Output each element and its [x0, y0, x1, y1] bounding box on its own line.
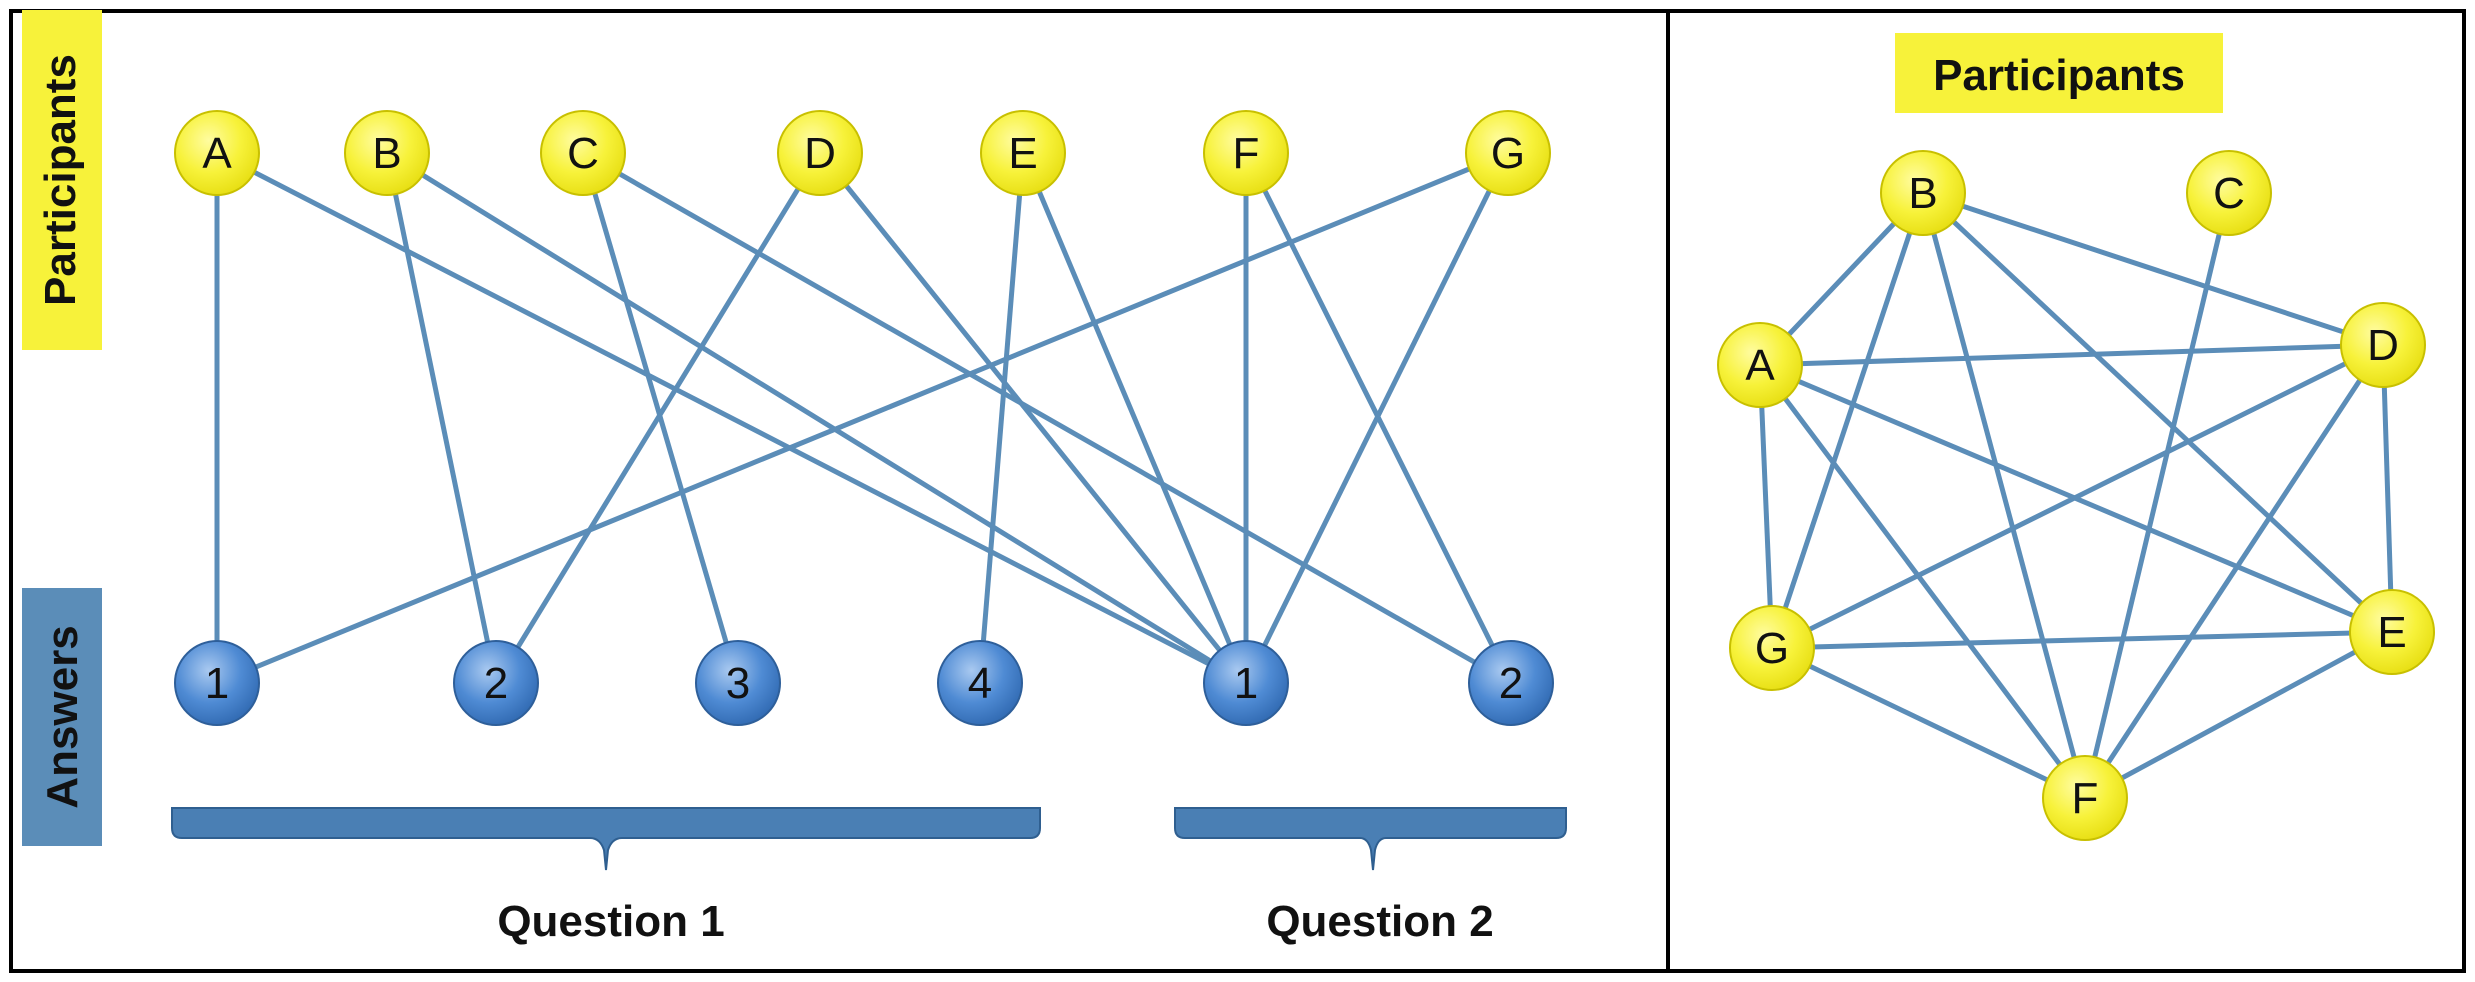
network-node-c: C — [2186, 150, 2272, 236]
side-label-answers: Answers — [22, 588, 102, 846]
participant-node-label: D — [804, 129, 836, 178]
edge-g-q2-1 — [1243, 151, 1511, 685]
participant-node-f: F — [1203, 110, 1289, 196]
network-edge-a-d — [1759, 342, 2384, 368]
network-edge-b-g — [1769, 192, 1926, 649]
network-edge-g-e — [1771, 629, 2393, 651]
network-edge-d-f — [2082, 343, 2386, 800]
edge-a-q2-1 — [215, 150, 1248, 686]
participant-node-d: D — [777, 110, 863, 196]
participant-network-panel: Participants A B C D E F G — [1717, 33, 2435, 841]
edge-e-q2-1 — [1020, 152, 1249, 684]
question-2-bracket — [1174, 807, 1567, 871]
participant-node-c: C — [540, 110, 626, 196]
network-edge-b-d — [1922, 190, 2384, 348]
answer-node-q2-2: 2 — [1468, 640, 1554, 726]
answer-node-q1-3: 3 — [695, 640, 781, 726]
participant-node-label: C — [567, 129, 599, 178]
network-edge-d-g — [1770, 342, 2385, 651]
answer-node-q1-2: 2 — [453, 640, 539, 726]
network-edges — [1757, 190, 2395, 801]
edge-b-q1-2 — [384, 152, 499, 684]
question-2-label: Question 2 — [1266, 897, 1493, 946]
side-label-answers-text: Answers — [38, 625, 87, 808]
network-node-f: F — [2042, 755, 2128, 841]
answer-node-q1-4: 4 — [937, 640, 1023, 726]
edge-b-q2-1 — [385, 150, 1248, 686]
answer-node-q1-1: 1 — [174, 640, 260, 726]
participant-node-g: G — [1465, 110, 1551, 196]
network-node-d: D — [2340, 302, 2426, 388]
participant-nodes: A B C D E F G — [174, 110, 1551, 196]
participant-node-label: F — [1233, 129, 1260, 178]
answer-node-q2-1: 1 — [1203, 640, 1289, 726]
network-edge-a-f — [1758, 363, 2087, 800]
participant-node-label: A — [202, 129, 232, 178]
network-node-a: A — [1717, 322, 1803, 408]
answer-node-label: 1 — [205, 659, 229, 708]
question-1-bracket — [171, 807, 1041, 871]
network-edge-b-f — [1920, 192, 2088, 799]
participant-node-label: B — [372, 129, 401, 178]
participant-node-a: A — [174, 110, 260, 196]
participant-node-label: E — [1008, 129, 1037, 178]
network-node-label: D — [2367, 321, 2399, 370]
edge-d-q2-1 — [818, 151, 1248, 685]
network-title-bg — [1895, 33, 2223, 113]
network-edge-g-f — [1770, 645, 2087, 801]
bipartite-panel: Participants Answers A B C D E F G 1 2 3 4 1 2 Ques… — [22, 10, 1567, 946]
network-edge-d-e — [2380, 344, 2395, 633]
participant-node-e: E — [980, 110, 1066, 196]
network-nodes: A B C D E F G — [1717, 150, 2435, 841]
network-node-g: G — [1729, 605, 1815, 691]
side-label-participants-text: Participants — [36, 54, 85, 306]
answer-node-label: 2 — [1499, 659, 1523, 708]
edge-e-q1-4 — [977, 152, 1026, 684]
network-node-b: B — [1880, 150, 1966, 236]
answer-node-label: 1 — [1234, 659, 1258, 708]
answer-node-label: 4 — [968, 659, 992, 708]
network-node-label: F — [2072, 774, 2099, 823]
answer-node-label: 3 — [726, 659, 750, 708]
bipartite-edges — [214, 150, 1514, 686]
network-edge-a-g — [1757, 364, 1775, 649]
question-1-label: Question 1 — [497, 897, 724, 946]
answer-node-label: 2 — [484, 659, 508, 708]
network-edge-e-f — [2083, 629, 2394, 801]
edge-d-q1-2 — [493, 151, 823, 685]
network-node-label: B — [1908, 169, 1937, 218]
network-edge-b-e — [1921, 191, 2394, 634]
network-node-label: G — [1755, 624, 1789, 673]
participant-node-b: B — [344, 110, 430, 196]
network-edge-c-f — [2082, 192, 2232, 799]
network-title: Participants — [1933, 51, 2185, 100]
network-node-e: E — [2349, 589, 2435, 675]
edge-c-q2-2 — [581, 150, 1513, 686]
network-node-label: A — [1745, 341, 1775, 390]
edge-g-q1-1 — [216, 150, 1509, 686]
network-node-label: E — [2377, 608, 2406, 657]
network-node-label: C — [2213, 169, 2245, 218]
participant-node-label: G — [1491, 129, 1525, 178]
side-label-participants: Participants — [22, 10, 102, 350]
answer-nodes: 1 2 3 4 1 2 — [174, 640, 1554, 726]
